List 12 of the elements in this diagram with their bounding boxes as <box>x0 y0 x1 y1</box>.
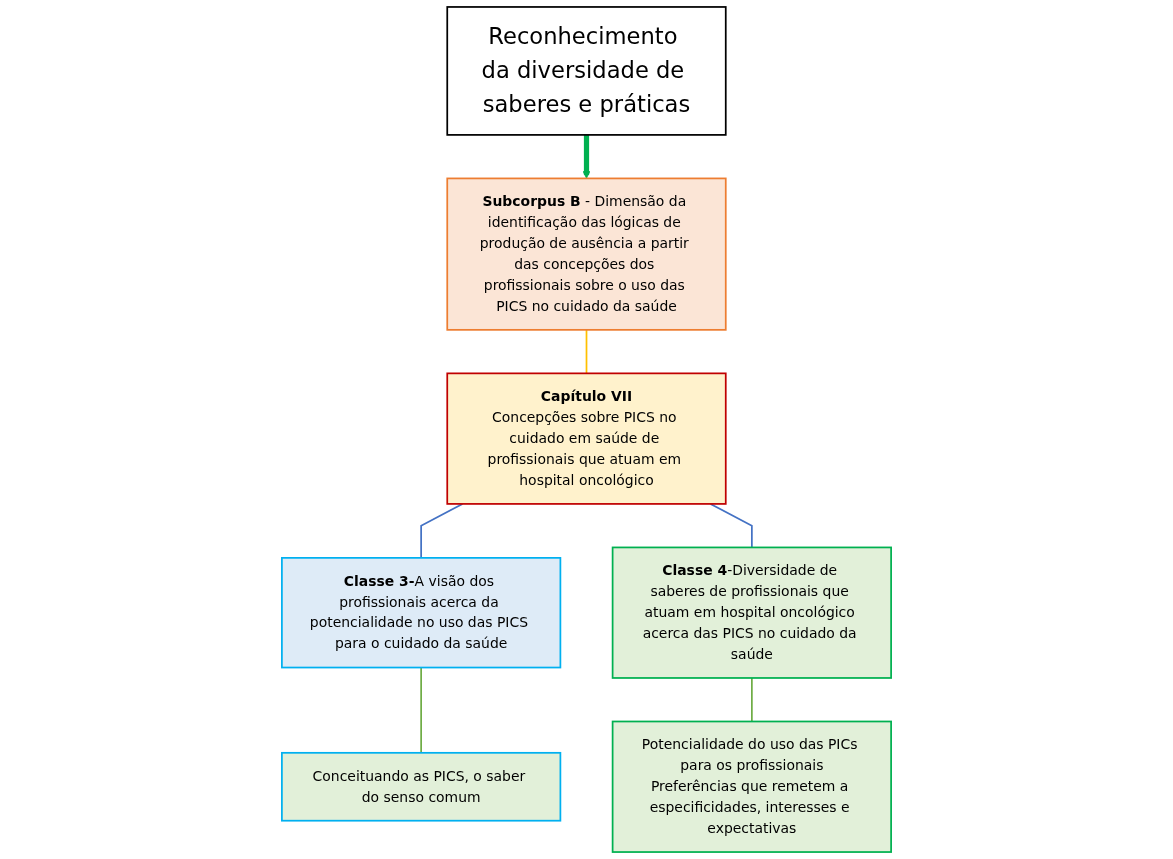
node-box: Classe 3-A visão dos profissionais acerca da potencialidade no uso das PICS para o cuidado da saúde <box>281 557 562 669</box>
node-box: Reconhecimento da diversidade de saberes e práticas <box>446 6 727 136</box>
connector <box>751 677 753 723</box>
node-box: Classe 4-Diversidade de saberes de profissionais que atuam em hospital oncológico acerca das PICS no cuidado da saúde <box>611 546 892 679</box>
connector <box>709 503 753 549</box>
node-box: Conceituando as PICS, o saber do senso comum <box>281 751 562 822</box>
node-box: Capítulo VII Concepções sobre PICS no cuidado em saúde de profissionais que atuam em hospital oncológico <box>446 372 727 505</box>
node-box: Subcorpus B - Dimensão da identificação das lógicas de produção de ausência a partir das concepções dos profissionais sobre o uso das PICS no cuidado da saúde <box>446 177 727 331</box>
arrow <box>582 134 591 179</box>
node-box: Potencialidade do uso das PICs para os profissionais Preferências que remetem a especificidades, interesses e expectativas <box>611 720 892 853</box>
connector <box>420 666 422 754</box>
connector <box>585 329 588 375</box>
